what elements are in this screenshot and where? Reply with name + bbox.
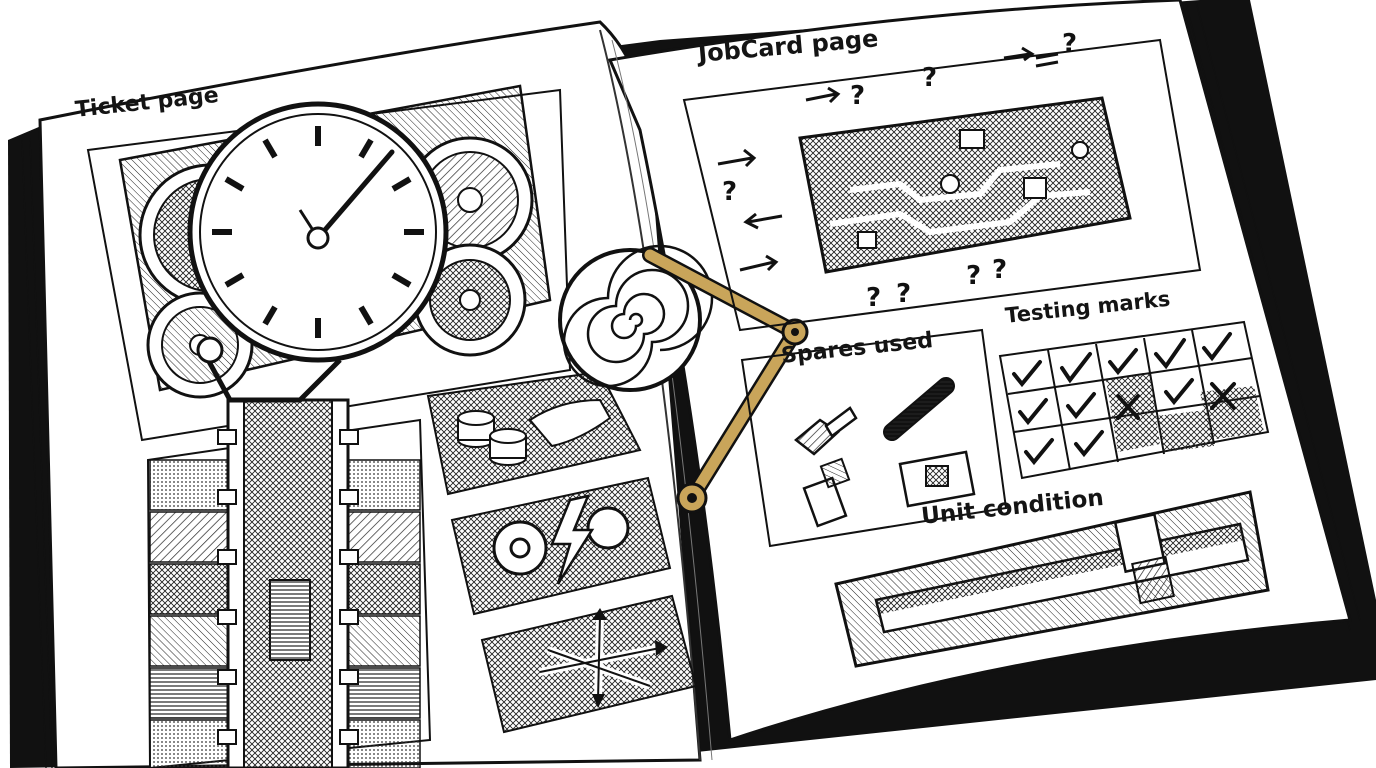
spring-icon [883, 377, 955, 441]
brass-linkage-icon [642, 247, 809, 514]
chip-board-icon [898, 450, 976, 508]
svg-text:?: ? [992, 255, 1007, 285]
svg-text:?: ? [866, 283, 881, 313]
sliding-bar-icon [834, 490, 1270, 668]
spares-frame [740, 328, 1008, 548]
jobcard-frame [682, 38, 1202, 332]
question-marks: ? ? ? ? ? ? ? ? [722, 29, 1077, 313]
svg-text:?: ? [722, 177, 737, 207]
svg-text:?: ? [896, 279, 911, 309]
svg-text:?: ? [850, 81, 865, 111]
chain-strap-icon [196, 336, 359, 768]
bolt-icon [794, 406, 858, 456]
svg-text:?: ? [1062, 29, 1077, 59]
crossing-arrows-icon [480, 594, 698, 734]
handshake-coins-icon [426, 370, 642, 496]
stopwatch-icon [187, 101, 449, 363]
spiral-spring-icon [558, 244, 714, 392]
gear-lightning-icon [450, 476, 672, 616]
svg-text:?: ? [922, 63, 937, 93]
usb-connector-icon [802, 457, 851, 528]
testing-marks-grid [998, 320, 1270, 480]
circuit-board-icon [798, 96, 1132, 274]
svg-text:?: ? [966, 261, 981, 291]
arrow-marks [717, 46, 1059, 272]
